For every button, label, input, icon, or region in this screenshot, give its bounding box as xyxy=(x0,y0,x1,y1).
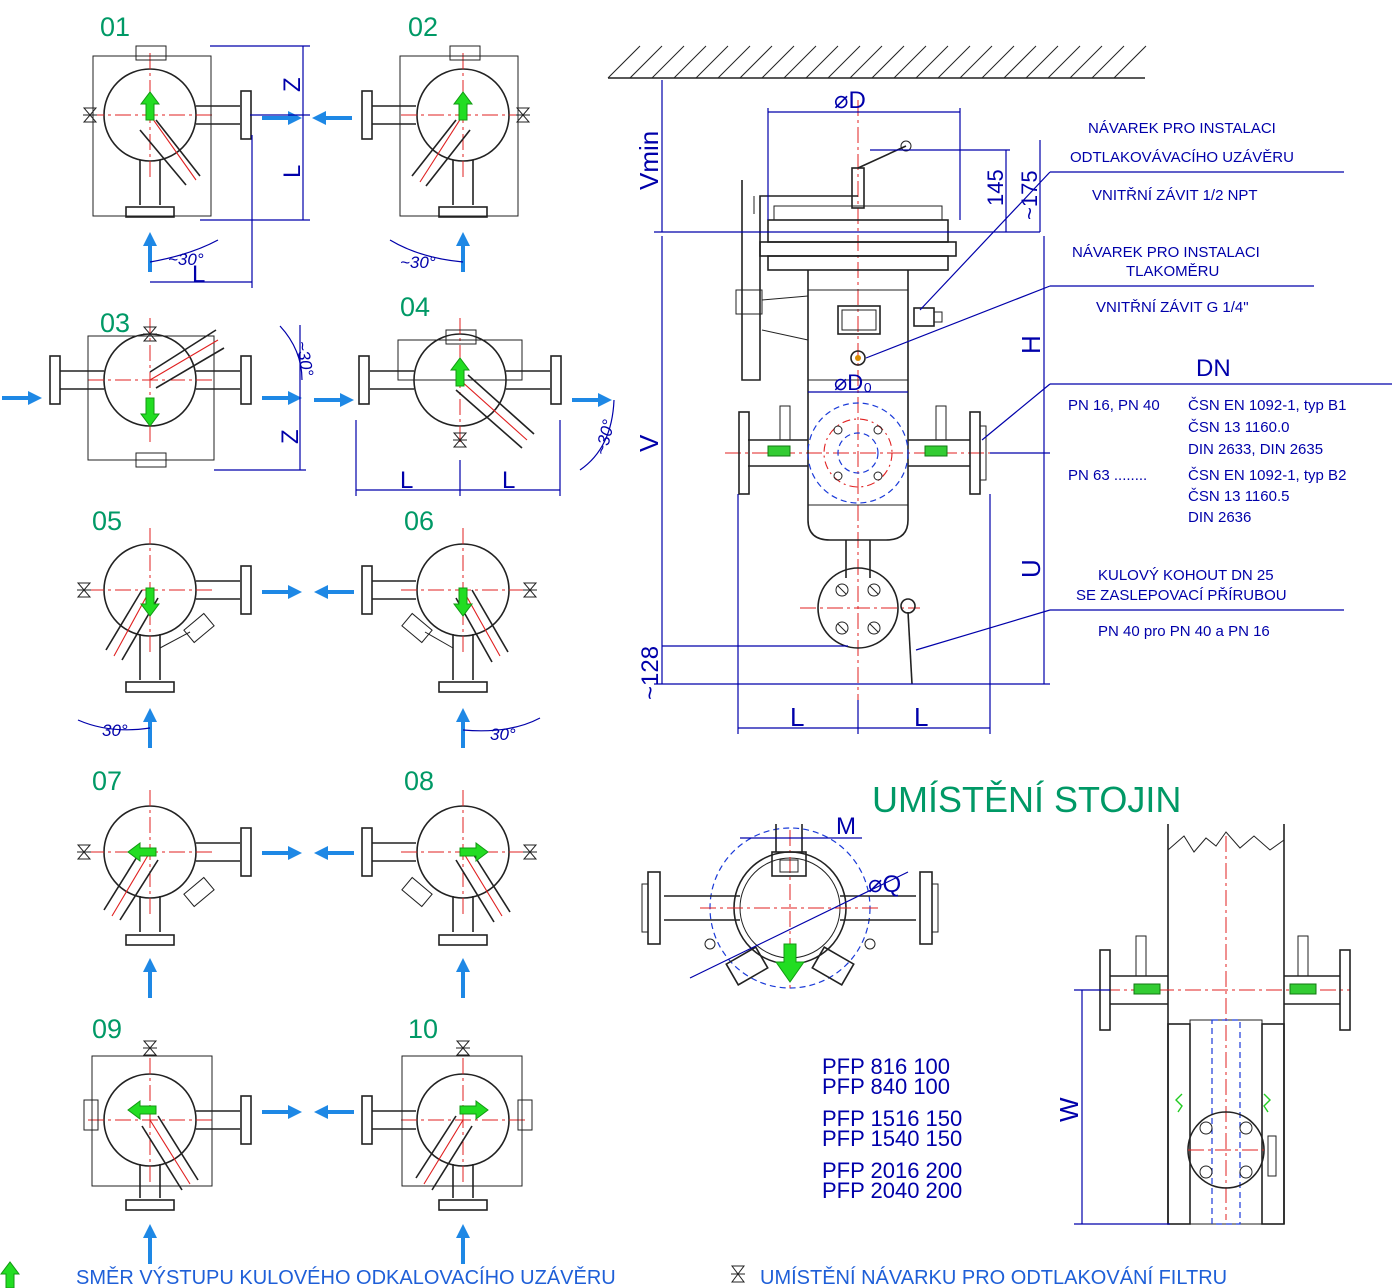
model-2040: PFP 2040 200 xyxy=(822,1178,962,1203)
angle-label: ~30° xyxy=(168,250,204,269)
variant-04: 04 L L ~30° xyxy=(314,292,619,496)
dim-h: H xyxy=(1016,335,1046,354)
dim-diameter-do: ⌀D₀ xyxy=(834,370,872,395)
legend-valve-text: UMÍSTĚNÍ NÁVARKU PRO ODTLAKOVÁNÍ FILTRU xyxy=(760,1266,1227,1288)
valve-symbol-icon xyxy=(731,1265,745,1283)
valve-note-title-1: KULOVÝ KOHOUT DN 25 xyxy=(1098,567,1274,584)
variant-number: 10 xyxy=(408,1014,438,1044)
dim-m: M xyxy=(836,813,856,840)
variant-number: 01 xyxy=(100,12,130,42)
legend: SMĚR VÝSTUPU KULOVÉHO ODKALOVACÍHO UZÁVĚ… xyxy=(0,1261,1227,1288)
dim-vmin: Vmin xyxy=(634,131,664,190)
variant-number: 03 xyxy=(100,308,130,338)
relief-note-title-2: ODTLAKOVÁVACÍHO UZÁVĚRU xyxy=(1070,149,1294,166)
variant-05: 05 30° xyxy=(76,506,302,748)
gauge-note-title-1: NÁVAREK PRO INSTALACI xyxy=(1072,244,1260,261)
pn2-standard-3: DIN 2636 xyxy=(1188,509,1251,526)
variant-08: 08 xyxy=(314,766,538,998)
model-1516: PFP 1516 150 xyxy=(822,1106,962,1131)
dim-145: 145 xyxy=(983,169,1008,206)
green-arrow-icon xyxy=(0,1261,20,1288)
dim-l-left-main: L xyxy=(790,702,804,732)
pn1-standard-2: ČSN 13 1160.0 xyxy=(1188,419,1289,436)
variant-number: 04 xyxy=(400,292,430,322)
gauge-note-thread: VNITŘNÍ ZÁVIT G 1/4" xyxy=(1096,299,1249,316)
valve-note-pn: PN 40 pro PN 40 a PN 16 xyxy=(1098,623,1270,640)
pn2-standard-2: ČSN 13 1160.5 xyxy=(1188,488,1289,505)
dim-l-left: L xyxy=(400,467,413,494)
model-2016: PFP 2016 200 xyxy=(822,1158,962,1183)
dim-l-vertical: L xyxy=(279,165,306,178)
pn2-label: PN 63 ........ xyxy=(1068,467,1147,484)
main-front-view: Vmin V ~128 ⌀D ⌀D₀ 145 ~175 H U L L xyxy=(607,45,1147,734)
ceiling-hatching xyxy=(607,45,1147,79)
variant-number: 02 xyxy=(408,12,438,42)
variant-01: 01 Z L L ~30° xyxy=(82,12,310,288)
pn2-standard-1: ČSN EN 1092-1, typ B2 xyxy=(1188,467,1346,484)
relief-note-thread: VNITŘNÍ ZÁVIT 1/2 NPT xyxy=(1092,187,1258,204)
dim-l-right-main: L xyxy=(914,702,928,732)
variant-number: 06 xyxy=(404,506,434,536)
model-840: PFP 840 100 xyxy=(822,1074,950,1099)
variant-number: 08 xyxy=(404,766,434,796)
variant-number: 09 xyxy=(92,1014,122,1044)
dim-128: ~128 xyxy=(637,646,664,700)
dn-label: DN xyxy=(1196,355,1231,382)
model-816: PFP 816 100 xyxy=(822,1054,950,1079)
pn1-standard-1: ČSN EN 1092-1, typ B1 xyxy=(1188,397,1346,414)
dim-u: U xyxy=(1016,559,1046,578)
variant-09: 09 xyxy=(83,1014,302,1264)
relief-note-title-1: NÁVAREK PRO INSTALACI xyxy=(1088,120,1276,137)
dim-v: V xyxy=(634,434,664,452)
pn1-standard-3: DIN 2633, DIN 2635 xyxy=(1188,441,1323,458)
model-1540: PFP 1540 150 xyxy=(822,1126,962,1151)
angle-label: ~30° xyxy=(292,339,317,378)
valve-note-title-2: SE ZASLEPOVACÍ PŘÍRUBOU xyxy=(1076,587,1287,604)
stands-section: UMÍSTĚNÍ STOJIN M ⌀Q PFP 816 100 PFP 840… xyxy=(641,779,1351,1225)
gauge-note-title-2: TLAKOMĚRU xyxy=(1126,263,1219,280)
variant-06: 06 30° xyxy=(314,506,541,748)
variant-10: 10 xyxy=(314,1014,533,1264)
dim-z: Z xyxy=(279,77,306,92)
notes: NÁVAREK PRO INSTALACI ODTLAKOVÁVACÍHO UZ… xyxy=(865,120,1392,651)
stands-title: UMÍSTĚNÍ STOJIN xyxy=(872,779,1181,820)
variant-02: 02 ~30° xyxy=(312,12,531,272)
angle-label: 30° xyxy=(102,721,128,740)
dim-l-horizontal: L xyxy=(192,261,205,288)
dim-z: Z xyxy=(277,429,304,444)
dim-diameter-d: ⌀D xyxy=(834,87,866,114)
dim-175: ~175 xyxy=(1017,170,1042,220)
variant-number: 07 xyxy=(92,766,122,796)
dim-q: ⌀Q xyxy=(868,871,901,898)
dim-w: W xyxy=(1054,1097,1084,1122)
dim-l-right: L xyxy=(502,467,515,494)
variant-07: 07 xyxy=(76,766,302,998)
angle-label: ~30° xyxy=(591,418,618,457)
variant-03: 03 Z ~30° xyxy=(2,308,317,471)
legend-arrow-text: SMĚR VÝSTUPU KULOVÉHO ODKALOVACÍHO UZÁVĚ… xyxy=(76,1266,616,1288)
pn1-label: PN 16, PN 40 xyxy=(1068,397,1160,414)
variant-number: 05 xyxy=(92,506,122,536)
angle-label: ~30° xyxy=(400,253,436,272)
angle-label: 30° xyxy=(490,725,516,744)
